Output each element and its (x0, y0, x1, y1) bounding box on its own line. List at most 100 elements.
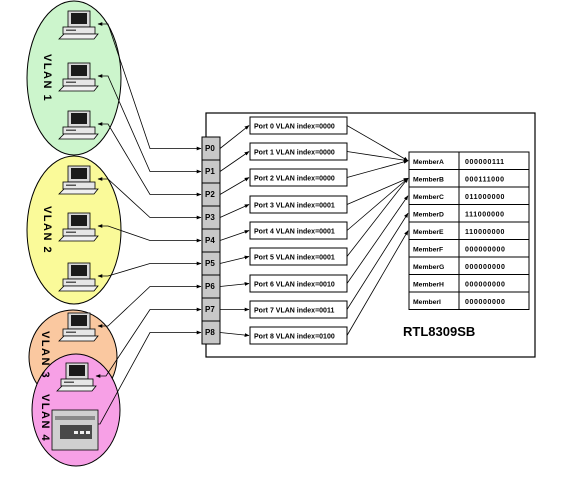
drive-slot (66, 231, 76, 233)
computer-icon (58, 110, 99, 140)
port-vlan-index-text: Port 4 VLAN index=0001 (254, 229, 335, 236)
member-name: MemberC (413, 194, 444, 201)
server-led (74, 431, 78, 434)
port-vlan-index-text: Port 2 VLAN index=0000 (254, 176, 335, 183)
port-to-index-arrow (219, 151, 250, 172)
port-p1-label: P1 (205, 167, 215, 176)
member-bits: 011000000 (465, 194, 505, 201)
keyboard (56, 385, 97, 392)
port-to-index-arrow (219, 125, 250, 149)
drive-slot (66, 29, 76, 31)
computer-icon (58, 212, 99, 242)
monitor-screen (71, 168, 87, 179)
member-bits: 000111000 (465, 177, 505, 184)
port-p3-label: P3 (205, 213, 215, 222)
keyboard (58, 285, 99, 292)
port-vlan-index-box (249, 274, 348, 293)
member-name: MemberD (413, 212, 444, 219)
port-vlan-index-box (249, 195, 348, 214)
port-p7-label: P7 (205, 305, 215, 314)
port-p0-label: P0 (205, 144, 215, 153)
member-bits: 000000111 (465, 159, 505, 166)
port-p8-label: P8 (205, 328, 215, 337)
port-p8-cell (201, 320, 221, 345)
port-vlan-index-box (249, 221, 348, 240)
port-vlan-index-text: Port 1 VLAN index=0000 (254, 150, 335, 157)
member-bits: 110000000 (465, 229, 505, 236)
keyboard (58, 133, 99, 140)
port-vlan-index-text: Port 3 VLAN index=0001 (254, 203, 335, 210)
vlan-4-label: VLAN 4 (39, 394, 51, 442)
monitor-screen (71, 113, 87, 124)
link-line (97, 261, 202, 278)
index-to-member-arrow (346, 177, 409, 205)
port-vlan-index-box (249, 247, 348, 266)
member-bits: 000000000 (465, 282, 505, 289)
port-vlan-index-box (249, 326, 348, 345)
monitor-screen (71, 65, 87, 76)
port-vlan-index-box (249, 300, 348, 319)
server-icon (51, 409, 99, 451)
monitor-screen (71, 215, 87, 226)
drive-slot (66, 184, 76, 186)
chip-label: RTL8309SB (403, 324, 475, 339)
member-name: MemberI (413, 299, 441, 306)
monitor-screen (71, 13, 87, 24)
server-bezel (55, 416, 95, 420)
computer-icon (58, 262, 99, 292)
keyboard (58, 188, 99, 195)
member-bits: 000000000 (465, 264, 505, 271)
vlan-1-label: VLAN 1 (41, 54, 53, 102)
member-name: MemberA (413, 159, 444, 166)
computer-icon (58, 10, 99, 40)
port-vlan-index-box (249, 116, 348, 135)
keyboard (58, 85, 99, 92)
port-vlan-index-text: Port 6 VLAN index=0010 (254, 282, 335, 289)
port-to-index-arrow (219, 282, 250, 287)
port-vlan-index-box (249, 142, 348, 161)
drive-slot (66, 129, 76, 131)
vlan-2-label: VLAN 2 (41, 206, 53, 254)
computer-icon (58, 165, 99, 195)
member-name: MemberB (413, 177, 444, 184)
port-p2-label: P2 (205, 190, 215, 199)
drive-slot (66, 281, 76, 283)
index-to-member-arrow (346, 195, 409, 284)
link-line (97, 284, 202, 328)
monitor-screen (71, 265, 87, 276)
port-to-index-arrow (219, 177, 250, 195)
index-to-member-arrow (346, 177, 409, 257)
port-to-index-arrow (219, 230, 250, 241)
port-p5-label: P5 (205, 259, 215, 268)
member-name: MemberE (413, 229, 444, 236)
drive-slot (64, 381, 74, 383)
port-vlan-index-box (249, 168, 348, 187)
port-p6-label: P6 (205, 282, 215, 291)
monitor-screen (69, 365, 85, 376)
computer-icon (58, 62, 99, 92)
index-to-member-arrow (346, 212, 409, 310)
computer-icon (58, 312, 99, 342)
link-line (97, 177, 202, 220)
index-to-member-arrow (346, 151, 409, 163)
member-bits: 000000000 (465, 247, 505, 254)
member-name: MemberF (413, 247, 443, 254)
port-to-index-arrow (219, 204, 250, 218)
computer-icon (56, 362, 97, 392)
drive-slot (66, 331, 76, 333)
member-name: MemberH (413, 282, 444, 289)
member-bits: 000000000 (465, 299, 505, 306)
index-to-member-arrow (346, 125, 409, 162)
index-to-member-arrow (346, 160, 409, 178)
keyboard (58, 33, 99, 40)
link-line (97, 224, 202, 243)
member-name: MemberG (413, 264, 444, 271)
server-led (86, 431, 90, 434)
port-vlan-index-text: Port 7 VLAN index=0011 (254, 308, 334, 315)
keyboard (58, 335, 99, 342)
port-vlan-index-text: Port 8 VLAN index=0100 (254, 334, 335, 341)
index-to-member-arrow (346, 230, 409, 336)
port-vlan-index-text: Port 5 VLAN index=0001 (254, 255, 335, 262)
